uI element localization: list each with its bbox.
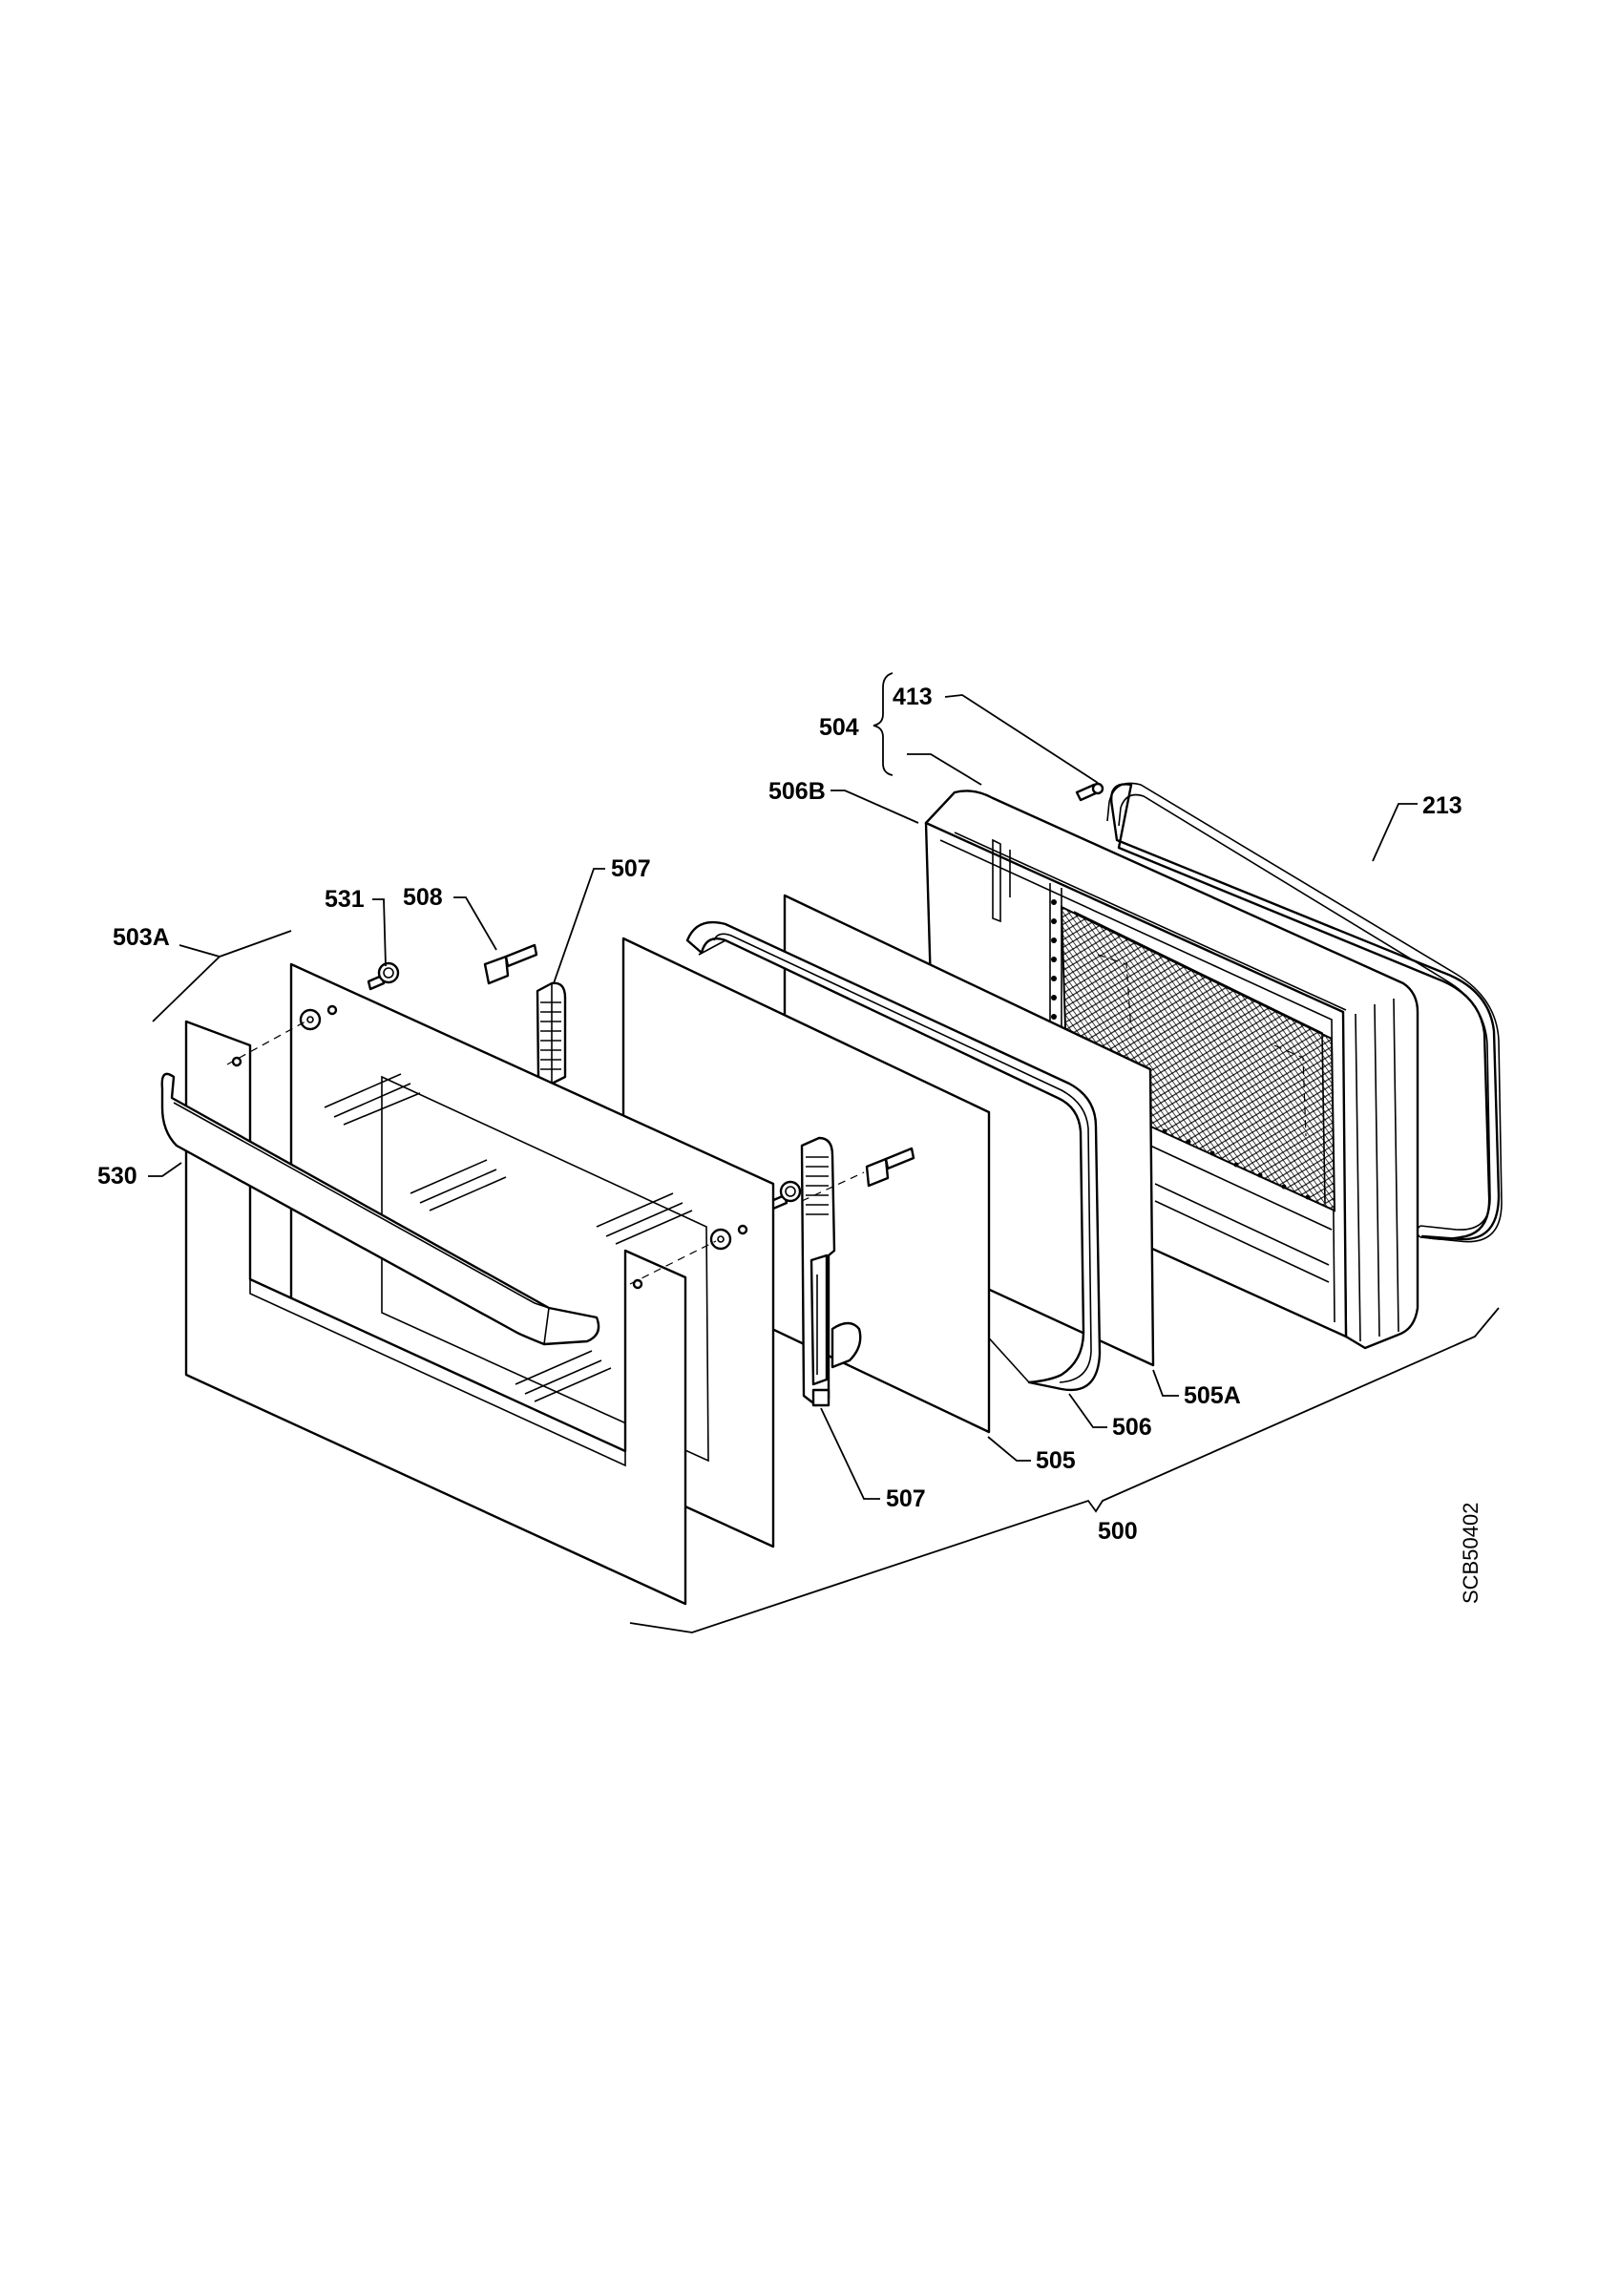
label-505A: 505A <box>1184 1382 1241 1409</box>
part-413-screw <box>1075 782 1104 802</box>
label-504: 504 <box>819 714 859 741</box>
part-508-bracket-upper <box>483 943 538 985</box>
part-506-gasket <box>685 920 1102 1392</box>
part-508-bracket-lower <box>865 1147 915 1188</box>
leaders <box>148 672 1500 1633</box>
label-507-bottom: 507 <box>886 1485 926 1512</box>
label-507-top: 507 <box>611 855 651 882</box>
part-handle <box>160 1072 600 1346</box>
part-507-hinge-upper <box>536 981 567 1085</box>
label-503A: 503A <box>113 924 170 951</box>
label-506B: 506B <box>768 778 826 805</box>
label-531: 531 <box>325 886 365 913</box>
part-531-screw-upper <box>367 961 400 991</box>
label-413: 413 <box>893 684 933 710</box>
perforation-dots <box>1051 899 1311 1200</box>
label-505: 505 <box>1036 1447 1076 1474</box>
label-500: 500 <box>1098 1518 1138 1545</box>
label-213: 213 <box>1422 792 1462 819</box>
label-508: 508 <box>403 884 443 911</box>
label-506: 506 <box>1112 1414 1152 1441</box>
part-507-hinge-lower <box>800 1136 862 1407</box>
part-530-outer-door-frame <box>184 1020 687 1606</box>
drawing-code: SCB50402 <box>1459 1503 1482 1604</box>
part-213-door-seal <box>1106 782 1503 1243</box>
label-530: 530 <box>97 1163 137 1190</box>
part-labels: 413 504 506B 213 531 508 507 503A 530 50… <box>97 684 1462 1545</box>
